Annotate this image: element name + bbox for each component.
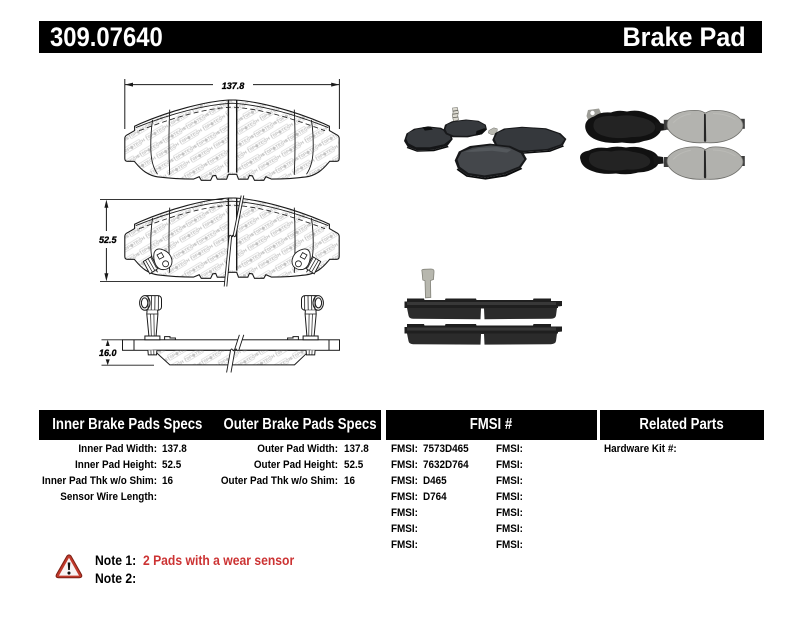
svg-text:16.0: 16.0 [99,348,117,358]
svg-text:137.8: 137.8 [222,81,245,91]
svg-text:52.5: 52.5 [99,235,118,245]
